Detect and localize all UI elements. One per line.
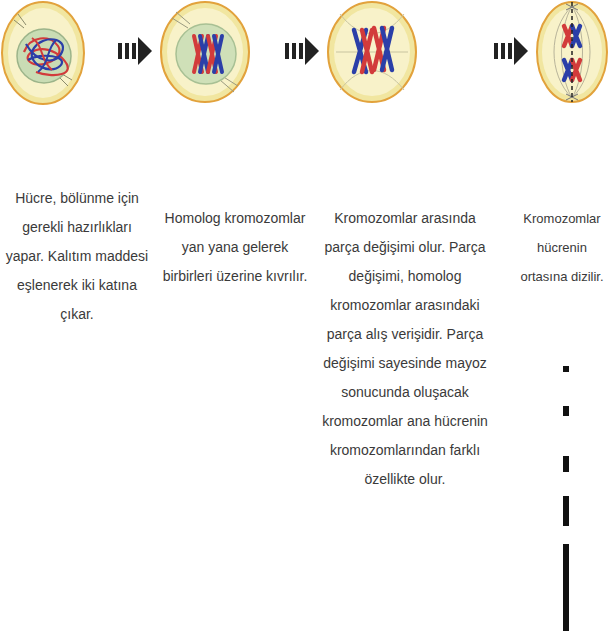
stage-box: Kromozomlar hücrenin ortasına dizilir.	[520, 0, 604, 295]
stage-description: Homolog kromozomlar yan yana gelerek bir…	[160, 204, 310, 291]
cell-frame	[2, 2, 86, 104]
stage-description: Kromozomlar hücrenin ortasına dizilir.	[520, 204, 604, 291]
cell-frame	[161, 2, 249, 104]
stage-box: Kromozomlar arasında parça değişimi olur…	[315, 0, 495, 498]
stage-description: Kromozomlar arasında parça değişimi olur…	[315, 204, 495, 494]
stage-box: Homolog kromozomlar yan yana gelerek bir…	[160, 0, 310, 295]
cell-drawing	[161, 2, 249, 102]
striped-arrow	[118, 43, 138, 59]
cell-frame	[328, 2, 416, 104]
cell-drawing	[2, 2, 84, 104]
cell-drawing	[328, 2, 416, 102]
stage-box: Hücre, bölünme için gerekli hazırlıkları…	[2, 0, 152, 333]
striped-arrow	[494, 43, 514, 59]
dashed-line	[563, 366, 569, 631]
stage-description: Hücre, bölünme için gerekli hazırlıkları…	[2, 184, 152, 329]
striped-arrow	[285, 43, 305, 59]
cell-drawing	[537, 2, 607, 102]
cell-frame	[537, 2, 607, 104]
